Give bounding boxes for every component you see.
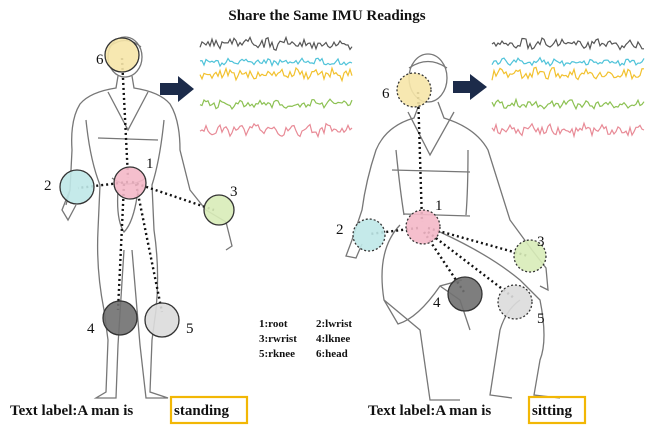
caption-prefix: Text label:A man is xyxy=(368,403,495,419)
caption-word: standing xyxy=(174,403,230,419)
sensor-label: 2 xyxy=(44,178,52,194)
signal-line xyxy=(492,38,644,49)
sitting-arrow-icon xyxy=(453,74,487,100)
sensor-2-standing xyxy=(60,170,94,204)
legend-item: 5:rknee xyxy=(259,348,295,360)
signal-line xyxy=(200,99,352,109)
sensor-6-sitting xyxy=(397,73,431,107)
sensor-6-standing xyxy=(105,38,139,72)
sensor-label: 4 xyxy=(433,295,441,311)
signal-line xyxy=(492,67,644,80)
sensor-label: 1 xyxy=(146,156,154,172)
sensor-4-standing xyxy=(103,301,137,335)
sensor-label: 6 xyxy=(96,52,104,68)
legend-item: 1:root xyxy=(259,318,288,330)
sensor-label: 3 xyxy=(230,184,238,200)
sensor-label: 5 xyxy=(186,321,194,337)
signal-line xyxy=(200,68,352,81)
legend-item: 4:lknee xyxy=(316,333,350,345)
legend-item: 6:head xyxy=(316,348,348,360)
caption-word: sitting xyxy=(532,403,573,419)
sensor-2-sitting xyxy=(353,219,385,251)
legend-item: 3:rwrist xyxy=(259,333,297,345)
legend-item: 2:lwrist xyxy=(316,318,352,330)
sensor-4-sitting xyxy=(448,277,482,311)
diagram-title: Share the Same IMU Readings xyxy=(228,8,425,24)
sensor-1-sitting xyxy=(406,210,440,244)
sensor-label: 1 xyxy=(435,198,443,214)
sitting-signals xyxy=(492,38,644,136)
sensor-label: 2 xyxy=(336,222,344,238)
caption-prefix: Text label:A man is xyxy=(10,403,137,419)
sitting-caption: Text label:A man is sitting xyxy=(368,397,585,423)
sensor-1-standing xyxy=(114,167,146,199)
sensor-legend: 1:root 2:lwrist 3:rwrist 4:lknee 5:rknee… xyxy=(259,318,352,360)
standing-caption: Text label:A man is standing xyxy=(10,397,247,423)
signal-line xyxy=(492,123,644,136)
sitting-sensor-links xyxy=(370,92,528,298)
sensor-label: 5 xyxy=(537,311,545,327)
sensor-label: 4 xyxy=(87,321,95,337)
signal-line xyxy=(492,100,644,109)
sensor-label: 3 xyxy=(537,234,545,250)
signal-line xyxy=(200,38,352,51)
sensor-label: 6 xyxy=(382,86,390,102)
standing-signals xyxy=(200,38,352,137)
standing-arrow-icon xyxy=(160,76,194,102)
signal-line xyxy=(492,58,644,66)
signal-line xyxy=(200,124,352,137)
sensor-5-standing xyxy=(145,303,179,337)
sensor-5-sitting xyxy=(498,285,532,319)
signal-line xyxy=(200,58,352,66)
